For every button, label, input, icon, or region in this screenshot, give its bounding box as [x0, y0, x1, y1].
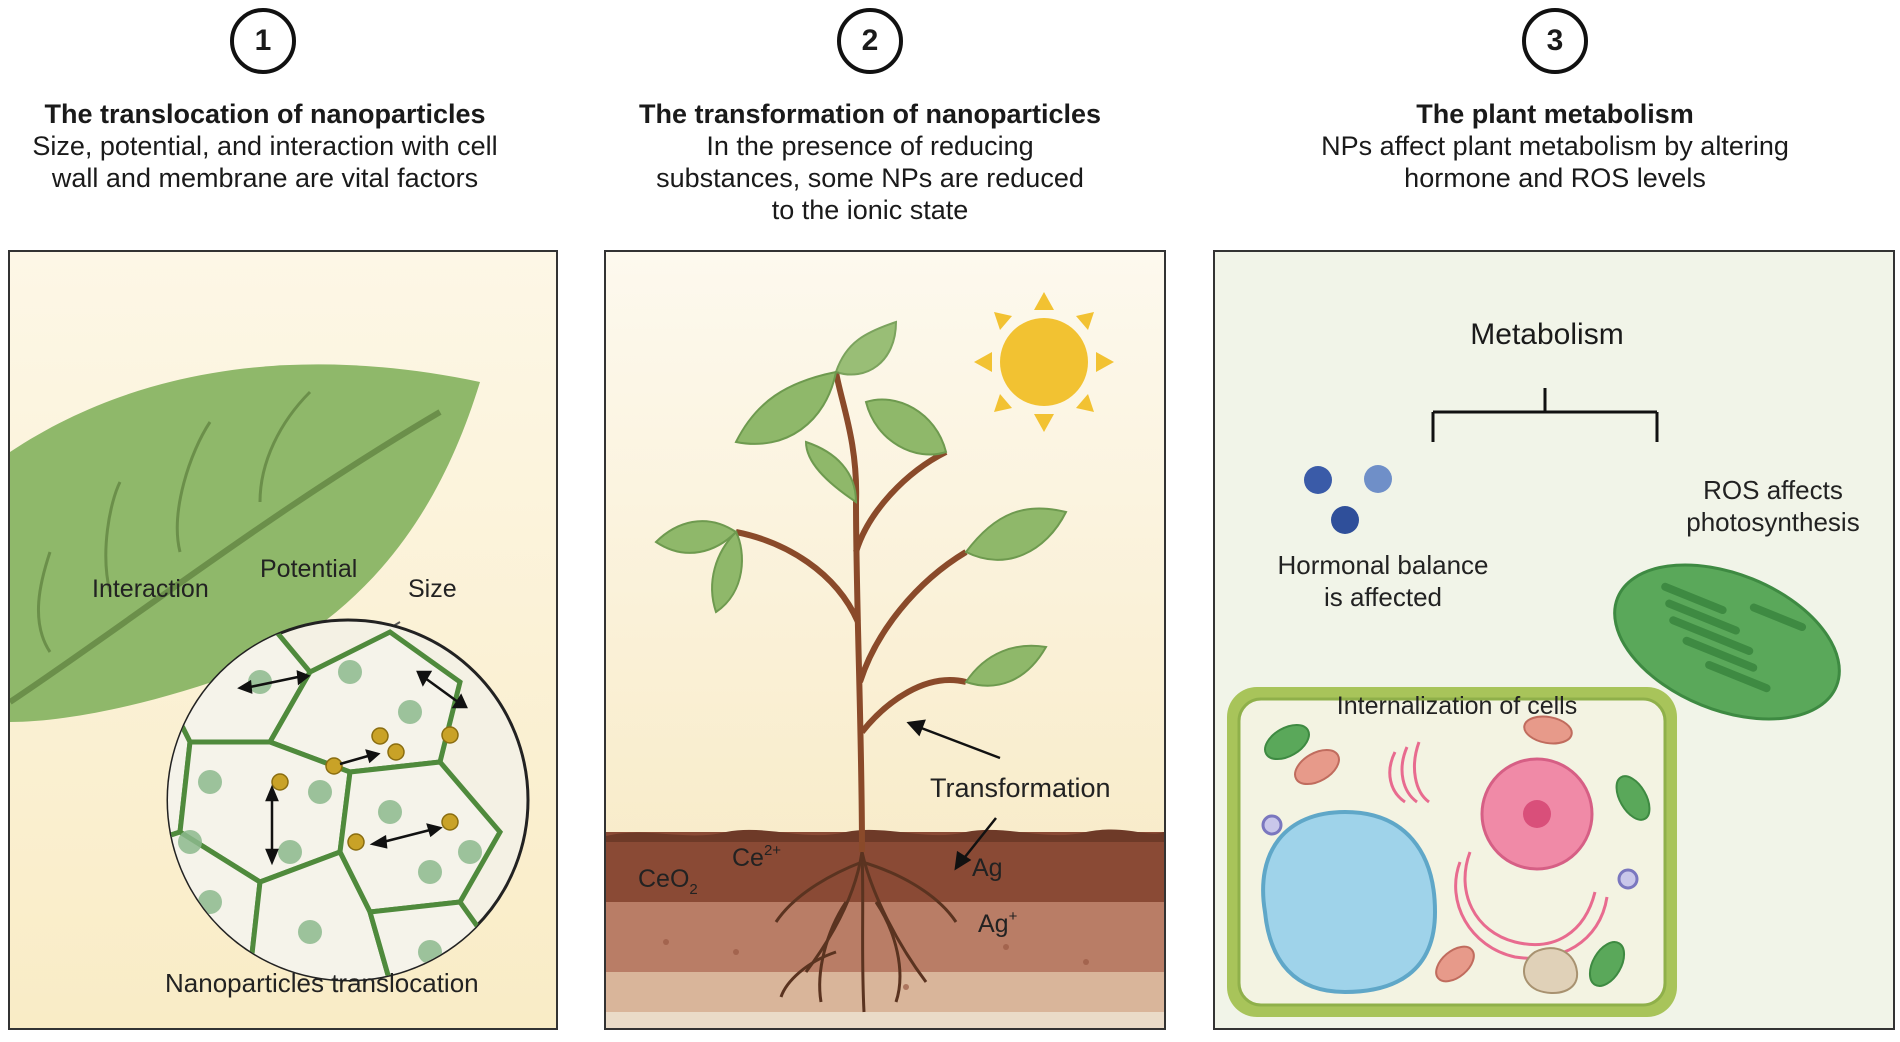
transformation-arrows: [906, 719, 1001, 871]
chloroplast-icon: [1613, 563, 1841, 721]
label-transformation: Transformation: [930, 773, 1111, 803]
golgi-icon: [1523, 947, 1579, 994]
panel-3-description: NPs affect plant metabolism by altering …: [1270, 130, 1840, 194]
label-internalization: Internalization of cells: [1337, 692, 1577, 720]
small-chloroplasts-icons: [1264, 723, 1651, 987]
step-number-3: 3: [1522, 8, 1588, 74]
step-number-2: 2: [837, 8, 903, 74]
panel-1-translocation: Interaction Potential Size Nanoparticles…: [8, 250, 558, 1030]
label-potential: Potential: [260, 555, 357, 583]
label-ros-1: ROS affects: [1703, 475, 1843, 505]
leaf-shape: [10, 364, 480, 722]
soil-layer-lower: [606, 972, 1164, 1012]
plant-stem: [735, 371, 968, 853]
panel-1-title: The translocation of nanoparticles: [44, 99, 486, 129]
label-interaction: Interaction: [92, 575, 209, 603]
soil-layer-top: [606, 832, 1164, 902]
plant-cell-icon: [1227, 687, 1677, 1017]
step-number-1: 1: [230, 8, 296, 74]
panel-2-title: The transformation of nanoparticles: [638, 99, 1102, 129]
panel-2-desc-line-3: to the ionic state: [771, 195, 969, 225]
panel-1-description: Size, potential, and interaction with ce…: [0, 130, 530, 194]
label-nanoparticles-translocation: Nanoparticles translocation: [165, 968, 479, 998]
panel-1-desc-line-2: wall and membrane are vital factors: [51, 163, 479, 193]
plant-roots: [774, 851, 958, 1013]
label-ag-ion: Ag+: [978, 908, 1018, 938]
label-ceo2: CeO2: [638, 865, 698, 898]
panel-3-title: The plant metabolism: [1416, 99, 1694, 129]
plant-leaves: [654, 320, 1068, 687]
panel-3-illustration: Metabolism Hormonal balance is affected …: [1215, 252, 1893, 1028]
panel-3-metabolism: Metabolism Hormonal balance is affected …: [1213, 250, 1895, 1030]
panel-2-description: In the presence of reducing substances, …: [600, 130, 1140, 226]
panel-2-illustration: Transformation Ce2+ CeO2 Ag Ag+: [606, 252, 1164, 1028]
label-metabolism: Metabolism: [1470, 318, 1623, 351]
endoplasmic-reticulum: [1388, 741, 1609, 960]
hormone-molecules-icon: [1304, 465, 1392, 534]
panel-2-desc-line-1: In the presence of reducing: [706, 131, 1034, 161]
label-ros-2: photosynthesis: [1686, 507, 1859, 537]
label-size: Size: [408, 575, 457, 603]
vesicle-icons: [1261, 814, 1639, 890]
sun-icon: [974, 292, 1114, 432]
panel-2-transformation: Transformation Ce2+ CeO2 Ag Ag+: [604, 250, 1166, 1030]
label-ce-ion: Ce2+: [732, 842, 781, 872]
panel-1-desc-line-1: Size, potential, and interaction with ce…: [32, 131, 498, 161]
metabolism-bracket: [1431, 388, 1659, 442]
movement-arrows: [237, 670, 468, 866]
mitochondria-icons: [1294, 715, 1573, 983]
panel-3-desc-line-2: hormone and ROS levels: [1404, 163, 1706, 193]
soil-layer-bottom: [606, 1012, 1164, 1028]
label-hormonal-1: Hormonal balance: [1277, 550, 1488, 580]
label-ag: Ag: [972, 854, 1003, 882]
panel-2-desc-line-2: substances, some NPs are reduced: [656, 163, 1084, 193]
vacuole-icon: [1261, 809, 1438, 995]
panel-3-desc-line-1: NPs affect plant metabolism by altering: [1321, 131, 1789, 161]
label-hormonal-2: is affected: [1324, 582, 1442, 612]
nanoparticles: [271, 726, 459, 851]
panel-1-illustration: Interaction Potential Size Nanoparticles…: [10, 252, 556, 1028]
